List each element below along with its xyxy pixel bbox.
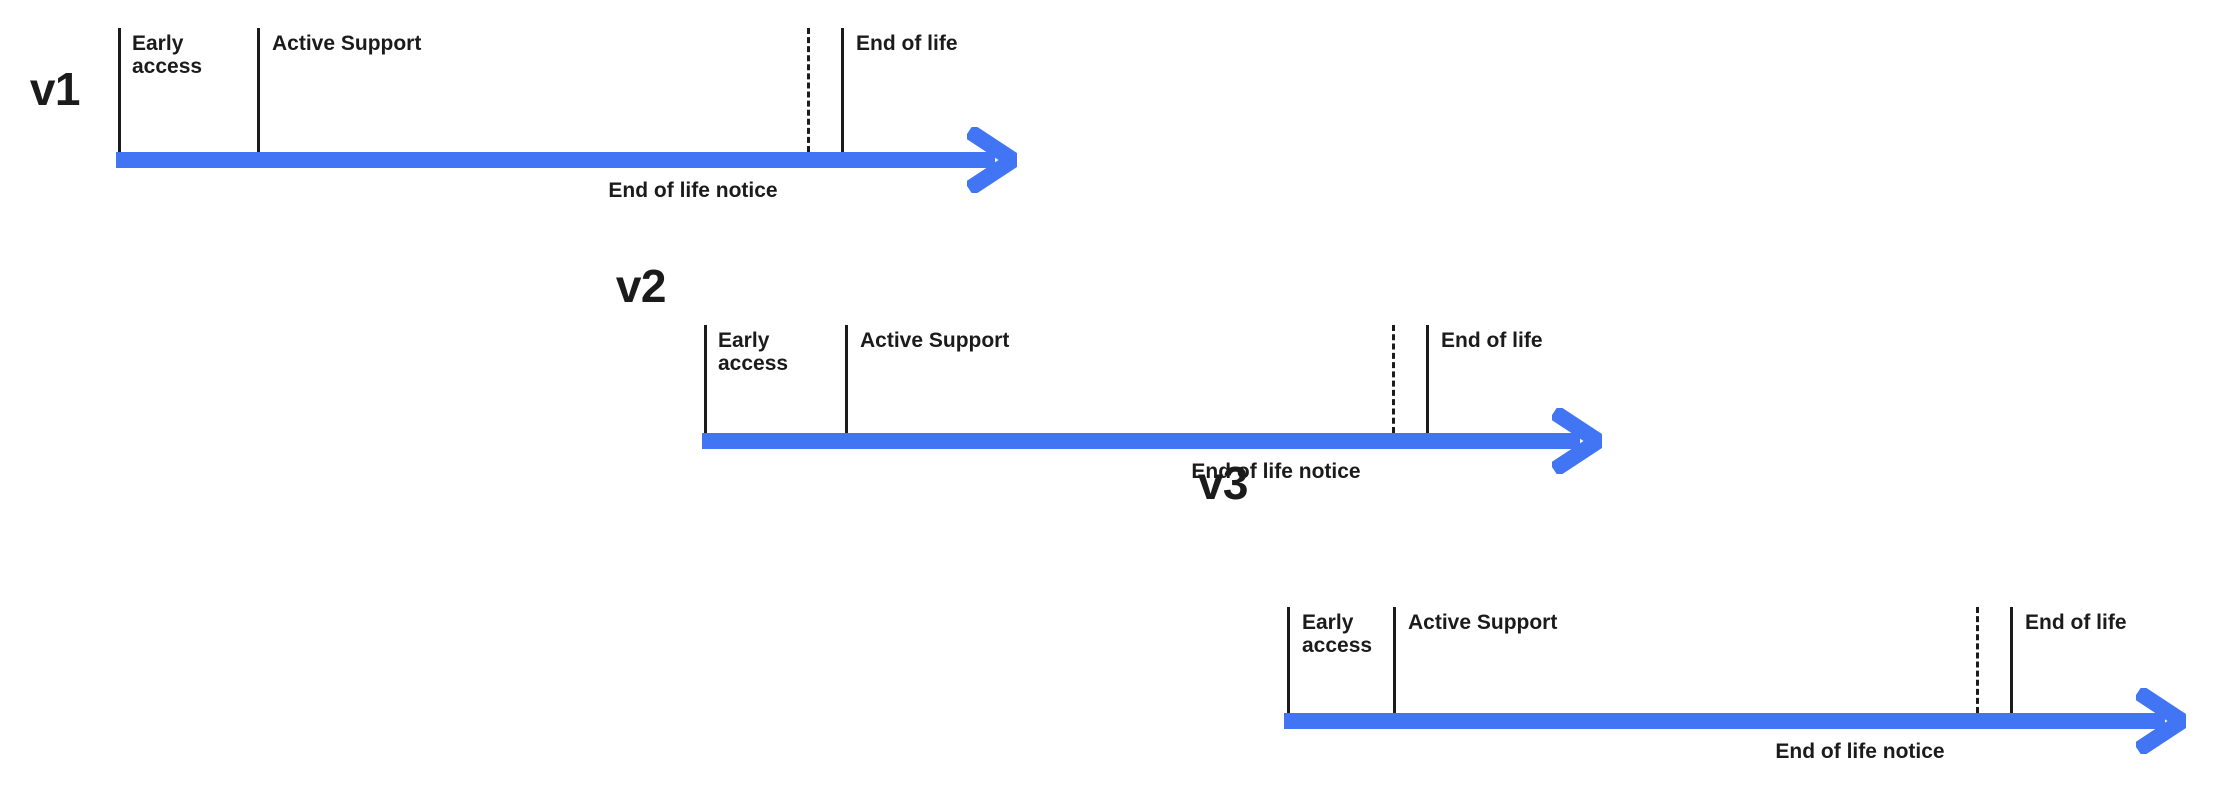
- phase-label-active-support-v3: Active Support: [1408, 611, 1558, 634]
- tick-end-of-life-start-v3: [2010, 607, 2013, 713]
- phase-label-end-of-life-v2: End of life: [1441, 329, 1543, 352]
- tick-end-of-life-notice-start-v1: [807, 28, 810, 152]
- end-of-life-notice-label-v2: End of life notice: [1191, 460, 1361, 483]
- phase-label-early-access-v3: Early access: [1302, 611, 1373, 657]
- tick-early-access-start-v1: [118, 28, 121, 152]
- end-of-life-notice-label-v3: End of life notice: [1775, 740, 1945, 763]
- phase-label-end-of-life-v3: End of life: [2025, 611, 2127, 634]
- tick-early-access-start-v3: [1287, 607, 1290, 713]
- phase-label-early-access-v1: Early access: [132, 32, 203, 78]
- phase-label-active-support-v1: Active Support: [272, 32, 422, 55]
- tick-early-access-start-v2: [704, 325, 707, 433]
- tick-active-support-start-v1: [257, 28, 260, 152]
- tick-end-of-life-start-v2: [1426, 325, 1429, 433]
- tick-active-support-start-v2: [845, 325, 848, 433]
- phase-label-early-access-v2: Early access: [718, 329, 789, 375]
- phase-label-active-support-v2: Active Support: [860, 329, 1010, 352]
- tick-end-of-life-notice-start-v2: [1392, 325, 1395, 433]
- arrow-head-icon-v2: [1552, 408, 1602, 474]
- version-label-v3: v3: [1197, 457, 1249, 509]
- version-label-v2: v2: [615, 260, 667, 312]
- timeline-bar-v2: [702, 433, 1580, 449]
- tick-end-of-life-start-v1: [841, 28, 844, 152]
- timeline-bar-v1: [116, 152, 995, 168]
- arrow-head-icon-v3: [2136, 688, 2186, 754]
- arrow-head-icon-v1: [967, 127, 1017, 193]
- tick-end-of-life-notice-start-v3: [1976, 607, 1979, 713]
- end-of-life-notice-label-v1: End of life notice: [608, 179, 778, 202]
- phase-label-end-of-life-v1: End of life: [856, 32, 958, 55]
- tick-active-support-start-v3: [1393, 607, 1396, 713]
- timeline-bar-v3: [1284, 713, 2165, 729]
- version-label-v1: v1: [29, 63, 81, 115]
